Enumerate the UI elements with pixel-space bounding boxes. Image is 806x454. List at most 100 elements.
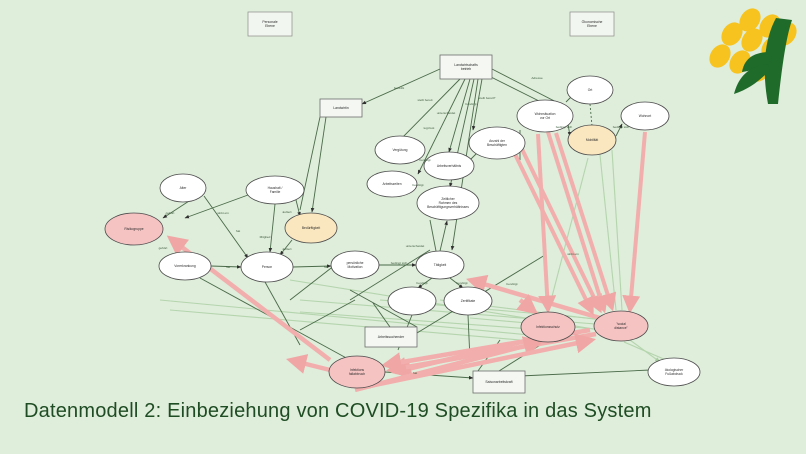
svg-text:Beschäftigungsverhältnisses: Beschäftigungsverhältnisses: [427, 205, 469, 209]
node-arbeitszeiten[interactable]: Arbeitszeiten: [366, 170, 418, 198]
svg-text:Zeitlicher: Zeitlicher: [441, 197, 455, 201]
logo-grain: [741, 28, 763, 52]
node-vorerkrankung[interactable]: Vorerkrankung: [158, 251, 212, 281]
edge-label: unterscheidet: [406, 244, 425, 248]
edge-label: hat: [226, 265, 230, 269]
node-arbeitsverhaeltnis[interactable]: Arbeitsverhältnis: [423, 151, 475, 181]
svg-text:Ebene: Ebene: [265, 24, 275, 28]
svg-text:distance": distance": [614, 326, 628, 330]
svg-text:Ökonomische: Ökonomische: [582, 20, 603, 24]
edge-label: benötigt: [465, 102, 476, 106]
edge-label: benötigt: [412, 183, 423, 187]
edge-label: benötigt: [416, 281, 427, 285]
svg-text:Beschäftigten: Beschäftigten: [487, 143, 507, 147]
svg-text:Arbeitsverhältnis: Arbeitsverhältnis: [437, 164, 462, 168]
edge-label: bedingt sich: [556, 125, 573, 129]
edge-label: betreibt: [394, 86, 404, 90]
svg-text:Wohnort: Wohnort: [639, 114, 651, 118]
logo-grain: [721, 22, 743, 46]
logo-stem: [764, 18, 792, 104]
node-zertifikate[interactable]: Zertifikate: [443, 286, 493, 316]
edge-label: Mitglied: [260, 235, 271, 239]
svg-text:Infektionsschutz: Infektionsschutz: [536, 325, 560, 329]
node-mobilitaet[interactable]: Mobilität: [567, 124, 617, 156]
edge-label: stellt bereit?: [479, 96, 496, 100]
svg-text:Rahmen des: Rahmen des: [439, 201, 458, 205]
edge-label: legt fest: [424, 126, 435, 130]
edge-label: äußert: [283, 210, 292, 214]
svg-text:fallabbruch: fallabbruch: [349, 372, 365, 376]
svg-text:Motivation: Motivation: [347, 265, 362, 269]
svg-text:Arbeitszeiten: Arbeitszeiten: [382, 182, 401, 186]
svg-text:Anzahl der: Anzahl der: [489, 139, 506, 143]
edge-label: wirkt ein: [567, 252, 579, 256]
node-ort[interactable]: Ort: [566, 75, 614, 105]
svg-text:Infektions: Infektions: [350, 368, 364, 372]
edge-label: gehört: [166, 211, 175, 215]
edge-label: hat: [324, 265, 328, 269]
page-title: Datenmodell 2: Einbeziehung von COVID-19…: [24, 400, 652, 422]
node-infektionsschutz[interactable]: Infektionsschutz: [520, 311, 576, 343]
logo-grain: [709, 44, 731, 68]
svg-text:Ebene: Ebene: [587, 24, 597, 28]
node-arbeitsvertrag[interactable]: [387, 286, 437, 316]
node-arbeitssuchender[interactable]: Arbeitssuchender: [364, 326, 418, 348]
svg-text:betrieb: betrieb: [461, 67, 471, 71]
logo-grain: [739, 8, 761, 32]
svg-text:Alter: Alter: [180, 186, 188, 190]
svg-text:Landwirtin: Landwirtin: [333, 106, 349, 110]
node-alter[interactable]: Alter: [159, 173, 207, 203]
node-risikogruppe[interactable]: Risikogruppe: [104, 212, 164, 246]
logo-stem: [734, 64, 770, 94]
edge-label: wirkt ein: [217, 211, 229, 215]
edge-layer-red: [166, 131, 647, 393]
svg-text:Landwirtschafts: Landwirtschafts: [454, 63, 478, 67]
edge-label: Adresse: [531, 76, 543, 80]
node-beduerftigkeit[interactable]: Bedürftigkeit: [284, 212, 338, 244]
edge-label: benötigt: [456, 281, 467, 285]
svg-text:Bedürftigkeit: Bedürftigkeit: [302, 226, 320, 230]
edge-label: gehört: [159, 246, 168, 250]
node-verguetung[interactable]: Vergütung: [374, 135, 426, 165]
svg-text:Vorerkrankung: Vorerkrankung: [174, 264, 196, 268]
svg-text:Risikogruppe: Risikogruppe: [124, 227, 143, 231]
node-haushalt_familie[interactable]: Haushalt /Familie: [245, 175, 305, 205]
svg-text:Person: Person: [262, 265, 273, 269]
ellipse-node-layer: Alter Haushalt /FamilieRisikogruppeVorerk…: [104, 75, 701, 389]
svg-text:Tätigkeit: Tätigkeit: [434, 263, 447, 267]
edge-label: bedingt sich: [391, 261, 408, 265]
svg-text:Fußabdruck: Fußabdruck: [665, 372, 683, 376]
edge-label: benötigt: [419, 158, 430, 162]
node-saisonarbeitskraft[interactable]: Saisonarbeitskraft: [472, 370, 526, 394]
svg-text:Haushalt /: Haushalt /: [268, 186, 283, 190]
svg-text:Personale: Personale: [262, 20, 277, 24]
svg-text:Familie: Familie: [270, 190, 281, 194]
node-landwirtin[interactable]: Landwirtin: [319, 98, 363, 118]
node-wohnort[interactable]: Wohnort: [620, 101, 670, 131]
svg-text:ökologischer: ökologischer: [665, 368, 684, 372]
svg-text:Vergütung: Vergütung: [392, 148, 407, 152]
svg-text:Ort: Ort: [588, 88, 593, 92]
node-taetigkeit[interactable]: Tätigkeit: [415, 250, 465, 280]
edge-label: hat: [236, 229, 240, 233]
node-person[interactable]: Person: [240, 251, 294, 283]
edge-label: benötigt: [506, 282, 517, 286]
logo-stem: [742, 52, 772, 72]
svg-text:vor Ort: vor Ort: [540, 116, 550, 120]
wheat-grain-logo: [709, 8, 797, 104]
svg-text:Saisonarbeitskraft: Saisonarbeitskraft: [485, 380, 512, 384]
svg-text:Zertifikate: Zertifikate: [461, 299, 476, 303]
